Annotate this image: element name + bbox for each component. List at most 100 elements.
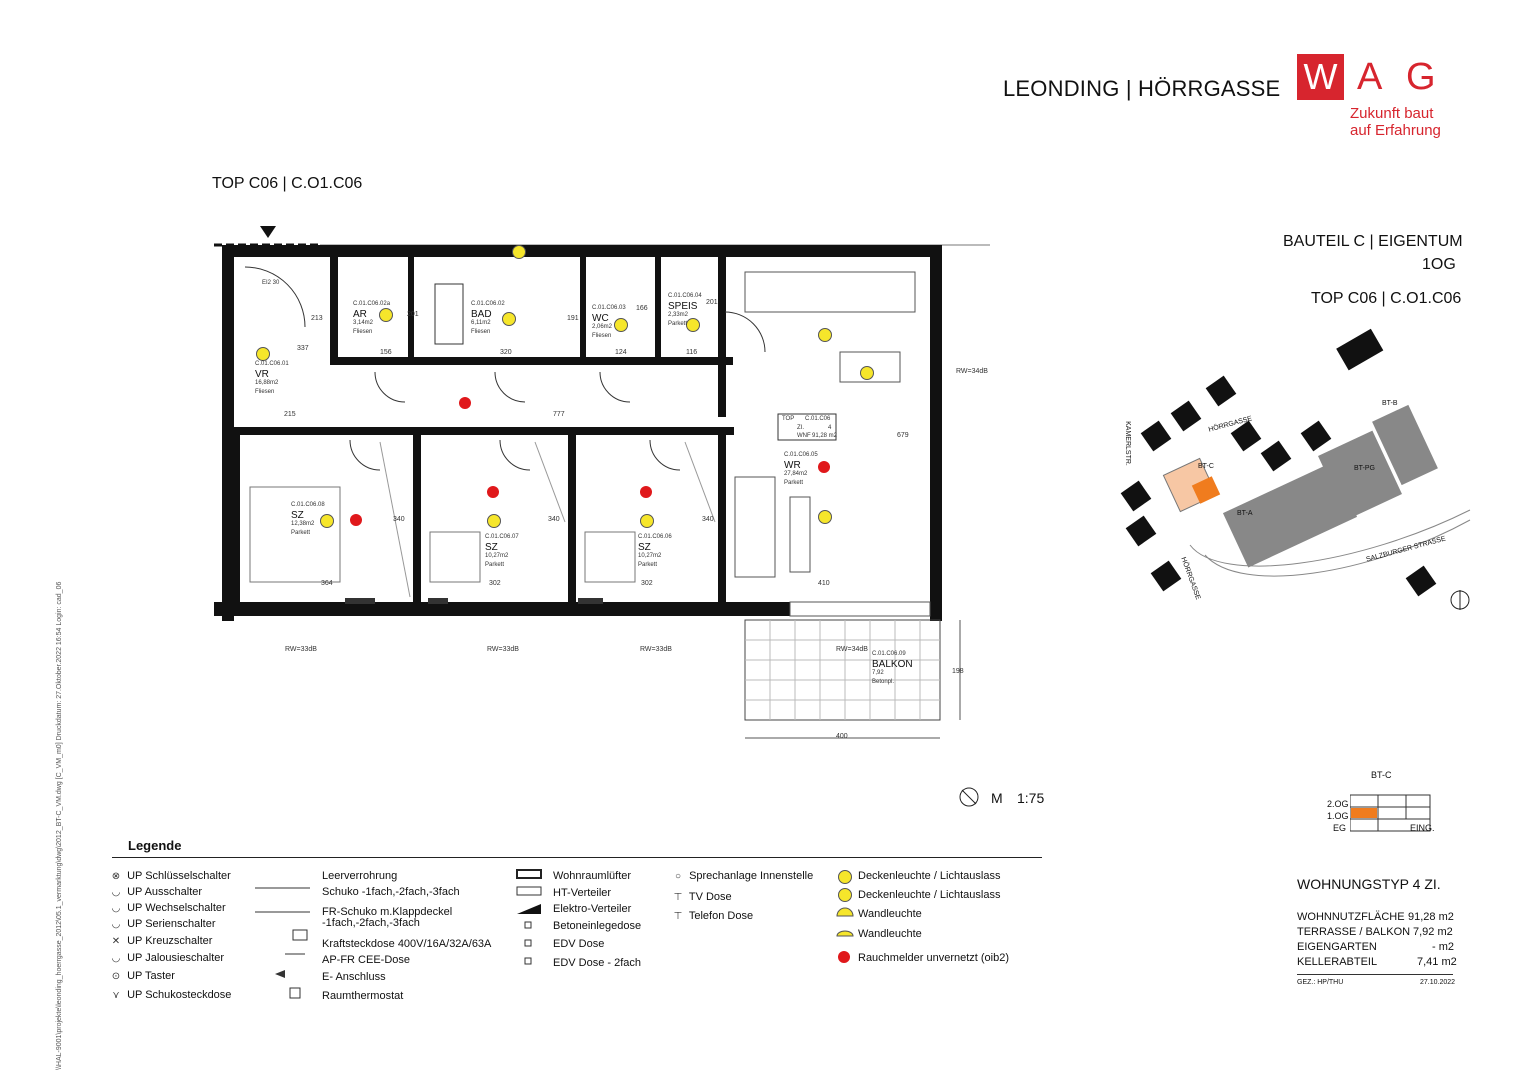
rw-rating: RW=34dB <box>956 368 988 375</box>
legend-item: Sprechanlage Innenstelle <box>689 870 814 882</box>
room-vr-area: 16,88m2 <box>255 380 279 386</box>
building <box>1120 480 1152 512</box>
dim-215: 215 <box>284 411 296 418</box>
top-box-zi-label: ZI. <box>797 425 804 431</box>
dim-302a: 302 <box>489 580 501 587</box>
bt-b-building <box>1372 404 1438 486</box>
ceiling-light-icon <box>379 308 393 322</box>
dim-340c: 340 <box>702 516 714 523</box>
ceiling-light-icon <box>818 510 832 524</box>
door-swing <box>499 439 531 471</box>
door-swing <box>244 266 306 328</box>
top-label-right: TOP C06 | C.O1.C06 <box>1311 290 1462 307</box>
west-wall <box>222 245 234 621</box>
legend-item: Kraftsteckdose 400V/16A/32A/63A <box>322 938 492 950</box>
sz-wall-west <box>234 435 240 605</box>
building <box>1405 565 1437 597</box>
sz3-wall <box>718 435 726 605</box>
smoke-detector-icon <box>838 951 850 963</box>
wr-wall <box>718 257 726 417</box>
legend-item: TV Dose <box>688 891 732 903</box>
dim-302b: 302 <box>641 580 653 587</box>
socket-icon: ⋎ <box>112 990 120 1001</box>
room-wc-area: 2,06m2 <box>592 324 613 330</box>
logo-letter-a: A <box>1357 56 1383 98</box>
dim-191: 191 <box>567 315 579 322</box>
logo-letter-g: G <box>1406 56 1436 98</box>
dim-777: 777 <box>553 411 565 418</box>
legend-item: Deckenleuchte / Lichtauslass <box>858 870 1001 882</box>
legend-item: UP Schlüsselschalter <box>127 870 231 882</box>
tv-board <box>789 496 811 573</box>
key-switch-icon: ⊗ <box>111 871 121 882</box>
apartment-highlight <box>1191 476 1221 504</box>
dim-124: 124 <box>615 349 627 356</box>
legend-item: Elektro-Verteiler <box>553 903 632 915</box>
dim-340b: 340 <box>548 516 560 523</box>
north-wall-right <box>720 245 942 257</box>
dining-table <box>839 351 901 383</box>
bed-3 <box>584 531 636 583</box>
changeover-switch-icon: ◡ <box>111 903 121 914</box>
top-box-wnf-label: WNF <box>797 433 811 439</box>
legend-title: Legende <box>128 838 182 853</box>
bathtub <box>434 283 464 345</box>
site-bt-a: BT-A <box>1237 510 1253 517</box>
room-sz2-name: SZ <box>485 542 498 553</box>
dim-410: 410 <box>818 580 830 587</box>
smoke-detector-icon <box>818 461 830 473</box>
room-wr-id: C.01.C06.05 <box>784 452 818 458</box>
door-swing <box>724 311 766 353</box>
ceiling-light-icon <box>320 514 334 528</box>
room-ar-id: C.01.C06.02a <box>353 301 391 307</box>
window <box>345 598 375 604</box>
room-bad-floor: Fliesen <box>471 329 491 335</box>
room-sz1-floor: Parkett <box>291 530 311 536</box>
dim-166: 166 <box>636 305 648 312</box>
north-arrow-icon <box>959 787 979 807</box>
building <box>1140 420 1172 452</box>
legend-item: UP Serienschalter <box>127 918 216 930</box>
bad-wall-1 <box>408 257 414 365</box>
current-floor-marker <box>1351 808 1377 818</box>
east-wall <box>930 245 942 621</box>
summary-divider <box>1297 974 1453 975</box>
distribution-symbols-icon <box>516 869 542 965</box>
door-swing <box>374 371 406 403</box>
legend-item: Rauchmelder unvernetzt (oib2) <box>858 952 1010 964</box>
ceiling-light-icon <box>860 366 874 380</box>
ceiling-light-icon <box>614 318 628 332</box>
phone-socket-icon: ⊤ <box>673 911 683 922</box>
smoke-detector-icon <box>640 486 652 498</box>
legend-item: Schuko -1fach,-2fach,-3fach <box>322 886 460 898</box>
cross-switch-icon: ✕ <box>111 936 121 947</box>
room-speis-floor: Parkett <box>668 321 688 327</box>
door-swing <box>349 439 381 471</box>
legend-item: FR-Schuko m.Klappdeckel <box>322 906 453 918</box>
summary-value: 7,92 m2 <box>1413 926 1453 938</box>
building <box>1230 420 1262 452</box>
kitchen-counter <box>744 271 916 313</box>
floor-eg: EG <box>1333 823 1347 833</box>
drawing-date: 27.10.2022 <box>1420 979 1456 986</box>
ceiling-light-icon <box>487 514 501 528</box>
dim-198: 198 <box>952 668 964 675</box>
room-sz2-area: 10,27m2 <box>485 553 509 559</box>
site-bt-c: BT-C <box>1198 463 1214 470</box>
room-sz1-id: C.01.C06.08 <box>291 502 325 508</box>
legend-divider <box>112 857 1042 858</box>
logo-tagline-2: auf Erfahrung <box>1350 122 1441 139</box>
floor-eing: EING. <box>1410 823 1435 833</box>
entrance-arrow-icon <box>260 226 276 238</box>
summary-value: 7,41 m2 <box>1417 956 1457 968</box>
south-wall <box>214 602 942 616</box>
building <box>1170 400 1202 432</box>
balcony-grid <box>745 620 940 720</box>
room-wr-name: WR <box>784 460 801 471</box>
room-sz1-name: SZ <box>291 510 304 521</box>
bt-pg-building <box>1318 430 1402 520</box>
room-sz2-floor: Parkett <box>485 562 505 568</box>
room-sz1-area: 12,38m2 <box>291 521 315 527</box>
floor-label: 1OG <box>1422 256 1456 273</box>
bed-2 <box>429 531 481 583</box>
